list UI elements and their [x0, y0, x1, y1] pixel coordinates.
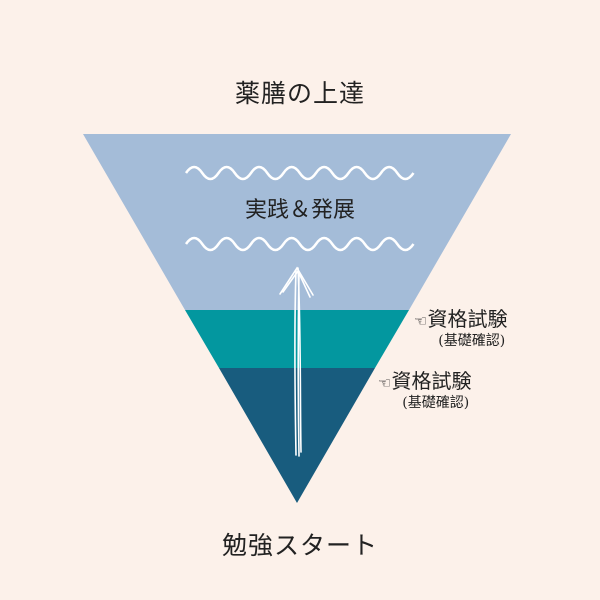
exam-label: 資格試験 — [427, 307, 508, 331]
diagram-title: 薬膳の上達 — [234, 79, 365, 108]
layer-bottom — [219, 368, 375, 503]
exam-sub-label: (基礎確認) — [438, 333, 506, 349]
start-label: 勉強スタート — [221, 531, 378, 560]
pointing-hand-icon: ☜ — [378, 374, 392, 392]
wave-line-bottom — [184, 236, 415, 252]
pointing-hand-icon: ☜ — [414, 312, 428, 330]
layer-top-label: 実践＆発展 — [244, 198, 355, 223]
up-arrow-icon — [279, 266, 314, 457]
exam-sub-label: (基礎確認) — [402, 395, 470, 411]
annotation-exam-2: ☜資格試験 (基礎確認) — [378, 365, 471, 412]
exam-label: 資格試験 — [391, 369, 472, 393]
layer-middle — [185, 310, 409, 368]
annotation-exam-1: ☜資格試験 (基礎確認) — [414, 303, 507, 350]
wave-line-top — [184, 165, 415, 181]
